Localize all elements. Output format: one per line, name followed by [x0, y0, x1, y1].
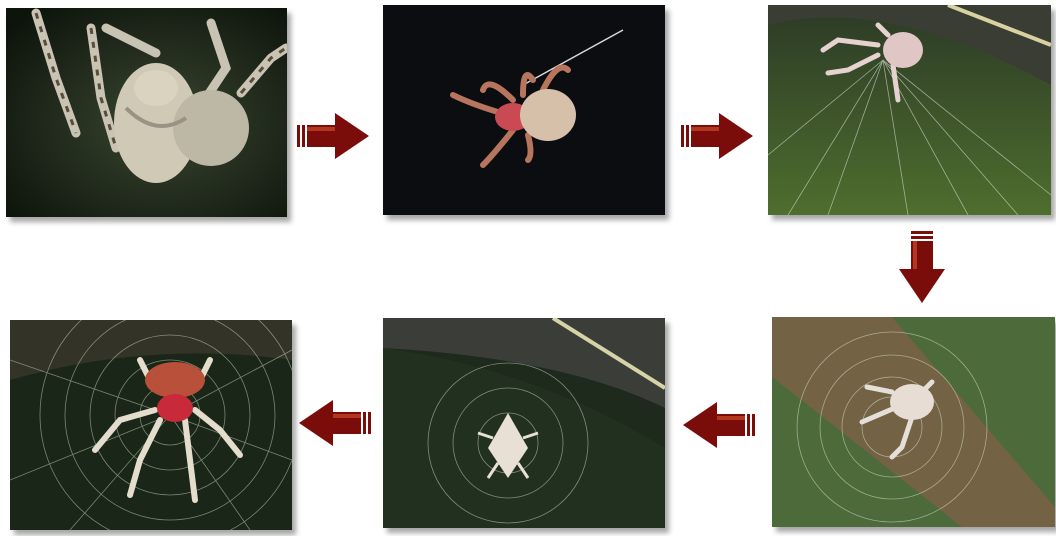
arrow-right-icon [681, 111, 755, 161]
photo-step-4 [772, 317, 1055, 527]
photo-step-5 [383, 318, 665, 528]
arrow-down-icon [897, 231, 947, 305]
photo-step-2 [383, 5, 665, 215]
arrow-right-icon [297, 111, 371, 161]
photo-step-3 [768, 5, 1051, 215]
arrow-left-icon [681, 400, 755, 450]
photo-step-1 [6, 8, 287, 217]
photo-step-6 [10, 320, 292, 530]
arrow-left-icon [297, 398, 371, 448]
